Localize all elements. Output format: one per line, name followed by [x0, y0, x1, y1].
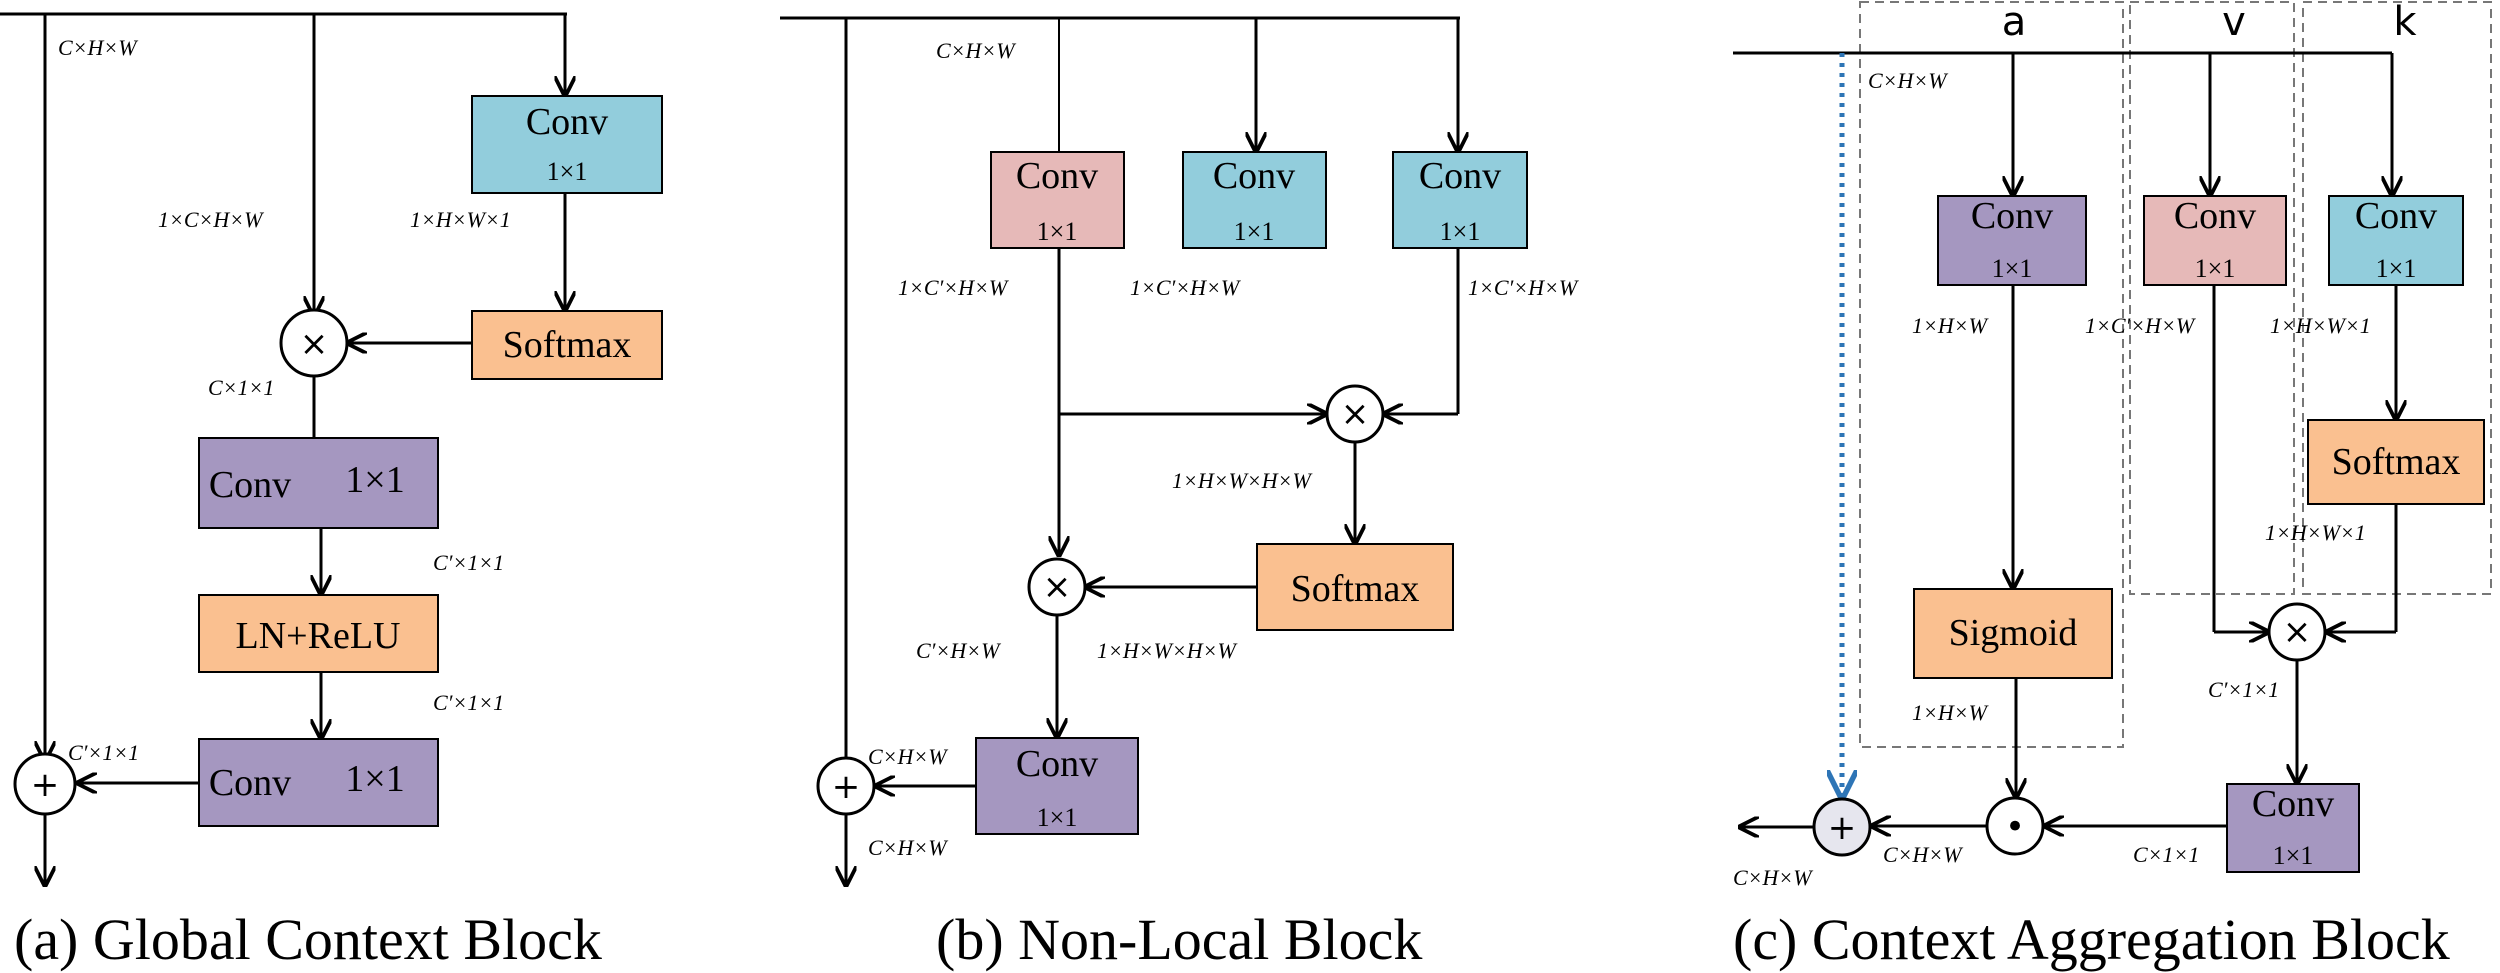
a-ln-relu-label: LN+ReLU: [236, 615, 401, 657]
b-dim-add-in: C×H×W: [868, 744, 948, 769]
c-conv-out-size: 1×1: [2273, 841, 2314, 870]
c-branch-v-frame: [2129, 1, 2295, 595]
c-sigmoid-box: [1913, 588, 2113, 679]
c-header-v: v: [2222, 0, 2246, 45]
b-dim-3: 1×C′×H×W: [1468, 275, 1579, 300]
c-dim-a: 1×H×W: [1912, 313, 1989, 338]
a-ln-relu-box: [198, 594, 439, 673]
c-branch-a-frame: [1859, 1, 2124, 748]
a-mul-symbol: ×: [300, 324, 329, 364]
c-conv-v-label: Conv: [2174, 195, 2256, 237]
a-dim-left: 1×C×H×W: [158, 207, 264, 232]
a-dim-mid1: C′×1×1: [433, 550, 504, 575]
c-dim-input: C×H×W: [1868, 68, 1948, 93]
panel-b: Conv 1×1 Conv 1×1 Conv 1×1 × Softmax × C…: [780, 16, 1579, 972]
a-dim-pool: C×1×1: [208, 375, 274, 400]
a-conv-mid-label: Conv: [209, 464, 291, 506]
c-dot-symbol: •: [2005, 807, 2025, 847]
c-mul-symbol: ×: [2283, 612, 2312, 652]
b-mul2-symbol: ×: [1043, 567, 1072, 607]
b-dim-input: C×H×W: [936, 38, 1016, 63]
b-dim-chw: C′×H×W: [916, 638, 1001, 663]
b-conv-out-size: 1×1: [1037, 803, 1078, 832]
c-add-symbol: +: [1828, 808, 1857, 848]
b-conv1-box: [990, 151, 1125, 249]
b-dim-2: 1×C′×H×W: [1130, 275, 1241, 300]
c-dim-v: 1×C′×H×W: [2085, 313, 2196, 338]
c-dim-out: C×H×W: [1733, 865, 1813, 890]
c-dim-mul: C′×1×1: [2208, 677, 2279, 702]
b-softmax-label: Softmax: [1291, 568, 1420, 610]
a-conv-mid-box: [198, 437, 439, 529]
a-add-symbol: +: [31, 765, 60, 805]
c-header-k: k: [2393, 0, 2417, 45]
b-softmax-box: [1256, 543, 1454, 631]
panel-c: a v k Conv 1×1 Conv 1×1 Conv 1×1 Softmax…: [1733, 0, 2492, 972]
c-conv-a-label: Conv: [1971, 195, 2053, 237]
a-conv-top-label: Conv: [526, 101, 608, 143]
b-add-symbol: +: [832, 767, 861, 807]
a-caption: (a) Global Context Block: [14, 907, 602, 972]
c-dim-conv-out: C×1×1: [2133, 842, 2199, 867]
b-dim-1: 1×C′×H×W: [898, 275, 1009, 300]
c-dim-dot: C×H×W: [1883, 842, 1963, 867]
b-conv-out-box: [975, 737, 1139, 835]
b-caption: (b) Non-Local Block: [936, 907, 1422, 972]
c-dim-sig: 1×H×W: [1912, 700, 1989, 725]
b-conv1-size: 1×1: [1037, 217, 1078, 246]
b-conv-out-label: Conv: [1016, 743, 1098, 785]
c-conv-v-size: 1×1: [2195, 254, 2236, 283]
a-dim-right: 1×H×W×1: [410, 207, 511, 232]
b-conv3-box: [1392, 151, 1528, 249]
b-dim-hwhw2: 1×H×W×H×W: [1097, 638, 1237, 663]
b-conv2-label: Conv: [1213, 155, 1295, 197]
c-conv-v-box: [2143, 195, 2287, 286]
a-softmax-label: Softmax: [503, 324, 632, 366]
a-conv-bot-size: 1×1: [345, 758, 404, 800]
a-softmax-box: [471, 310, 663, 380]
c-dim-k2: 1×H×W×1: [2265, 520, 2366, 545]
c-conv-out-label: Conv: [2252, 783, 2334, 825]
b-mul1-symbol: ×: [1341, 394, 1370, 434]
c-conv-k-size: 1×1: [2376, 254, 2417, 283]
a-conv-mid-size: 1×1: [345, 459, 404, 501]
b-add-node: [816, 756, 876, 816]
b-conv1-label: Conv: [1016, 155, 1098, 197]
b-conv3-size: 1×1: [1440, 217, 1481, 246]
a-dim-input: C×H×W: [58, 35, 138, 60]
a-conv-bot-box: [198, 738, 439, 827]
c-softmax-label: Softmax: [2332, 441, 2461, 483]
a-conv-bot-label: Conv: [209, 762, 291, 804]
b-conv3-label: Conv: [1419, 155, 1501, 197]
a-dim-add: C′×1×1: [68, 740, 139, 765]
c-softmax-box: [2307, 419, 2485, 505]
c-conv-k-label: Conv: [2355, 195, 2437, 237]
c-header-a: a: [2002, 0, 2027, 45]
a-dim-mid2: C′×1×1: [433, 690, 504, 715]
c-dim-k: 1×H×W×1: [2270, 313, 2371, 338]
c-conv-out-box: [2226, 783, 2360, 873]
c-caption: (c) Context Aggregation Block: [1733, 907, 2450, 972]
c-sigmoid-label: Sigmoid: [1949, 612, 2078, 654]
panel-a: Conv 1×1 Softmax × Conv 1×1 LN+ReLU Conv…: [0, 12, 663, 972]
a-conv-top-size: 1×1: [547, 157, 588, 186]
c-conv-a-size: 1×1: [1992, 254, 2033, 283]
a-conv-top-box: [471, 95, 663, 194]
b-dim-add-out: C×H×W: [868, 835, 948, 860]
b-dim-hwhw1: 1×H×W×H×W: [1172, 468, 1312, 493]
b-conv2-box: [1182, 151, 1327, 249]
b-conv2-size: 1×1: [1234, 217, 1275, 246]
